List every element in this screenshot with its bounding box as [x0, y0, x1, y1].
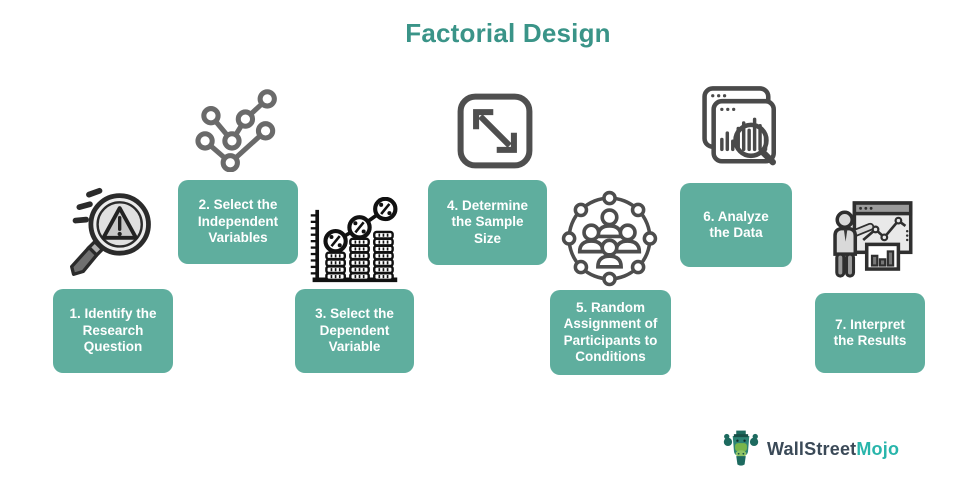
logo-text: WallStreetMojo	[767, 439, 899, 460]
wallstreetmojo-logo: WallStreetMojo	[722, 427, 899, 471]
step-box-4: 4. Determine the Sample Size	[428, 180, 547, 265]
resize-arrows-icon	[452, 88, 538, 174]
step-box-6: 6. Analyze the Data	[680, 183, 792, 267]
logo-text-primary: WallStreet	[767, 438, 857, 459]
step-box-7: 7. Interpret the Results	[815, 293, 925, 373]
presenter-chart-icon	[828, 196, 916, 284]
step-5-label: 5. Random Assignment of Participants to …	[563, 299, 658, 364]
coin-stacks-icon	[308, 197, 400, 289]
step-2-label: 2. Select the Independent Variables	[197, 197, 279, 246]
step-7-label: 7. Interpret the Results	[833, 316, 907, 348]
step-3-label: 3. Select the Dependent Variable	[315, 306, 394, 355]
network-nodes-icon	[195, 88, 279, 172]
step-6-label: 6. Analyze the Data	[703, 208, 769, 240]
magnifier-warning-icon	[64, 186, 160, 282]
step-box-2: 2. Select the Independent Variables	[178, 180, 298, 264]
bull-icon	[722, 428, 760, 470]
step-4-label: 4. Determine the Sample Size	[446, 197, 529, 246]
step-box-5: 5. Random Assignment of Participants to …	[550, 290, 671, 375]
step-1-label: 1. Identify the Research Question	[69, 306, 157, 355]
participants-circle-icon	[559, 188, 660, 289]
step-box-3: 3. Select the Dependent Variable	[295, 289, 414, 373]
logo-text-accent: Mojo	[856, 438, 900, 459]
chart-magnifier-icon	[690, 83, 781, 174]
page-title: Factorial Design	[405, 18, 611, 48]
step-box-1: 1. Identify the Research Question	[53, 289, 173, 373]
